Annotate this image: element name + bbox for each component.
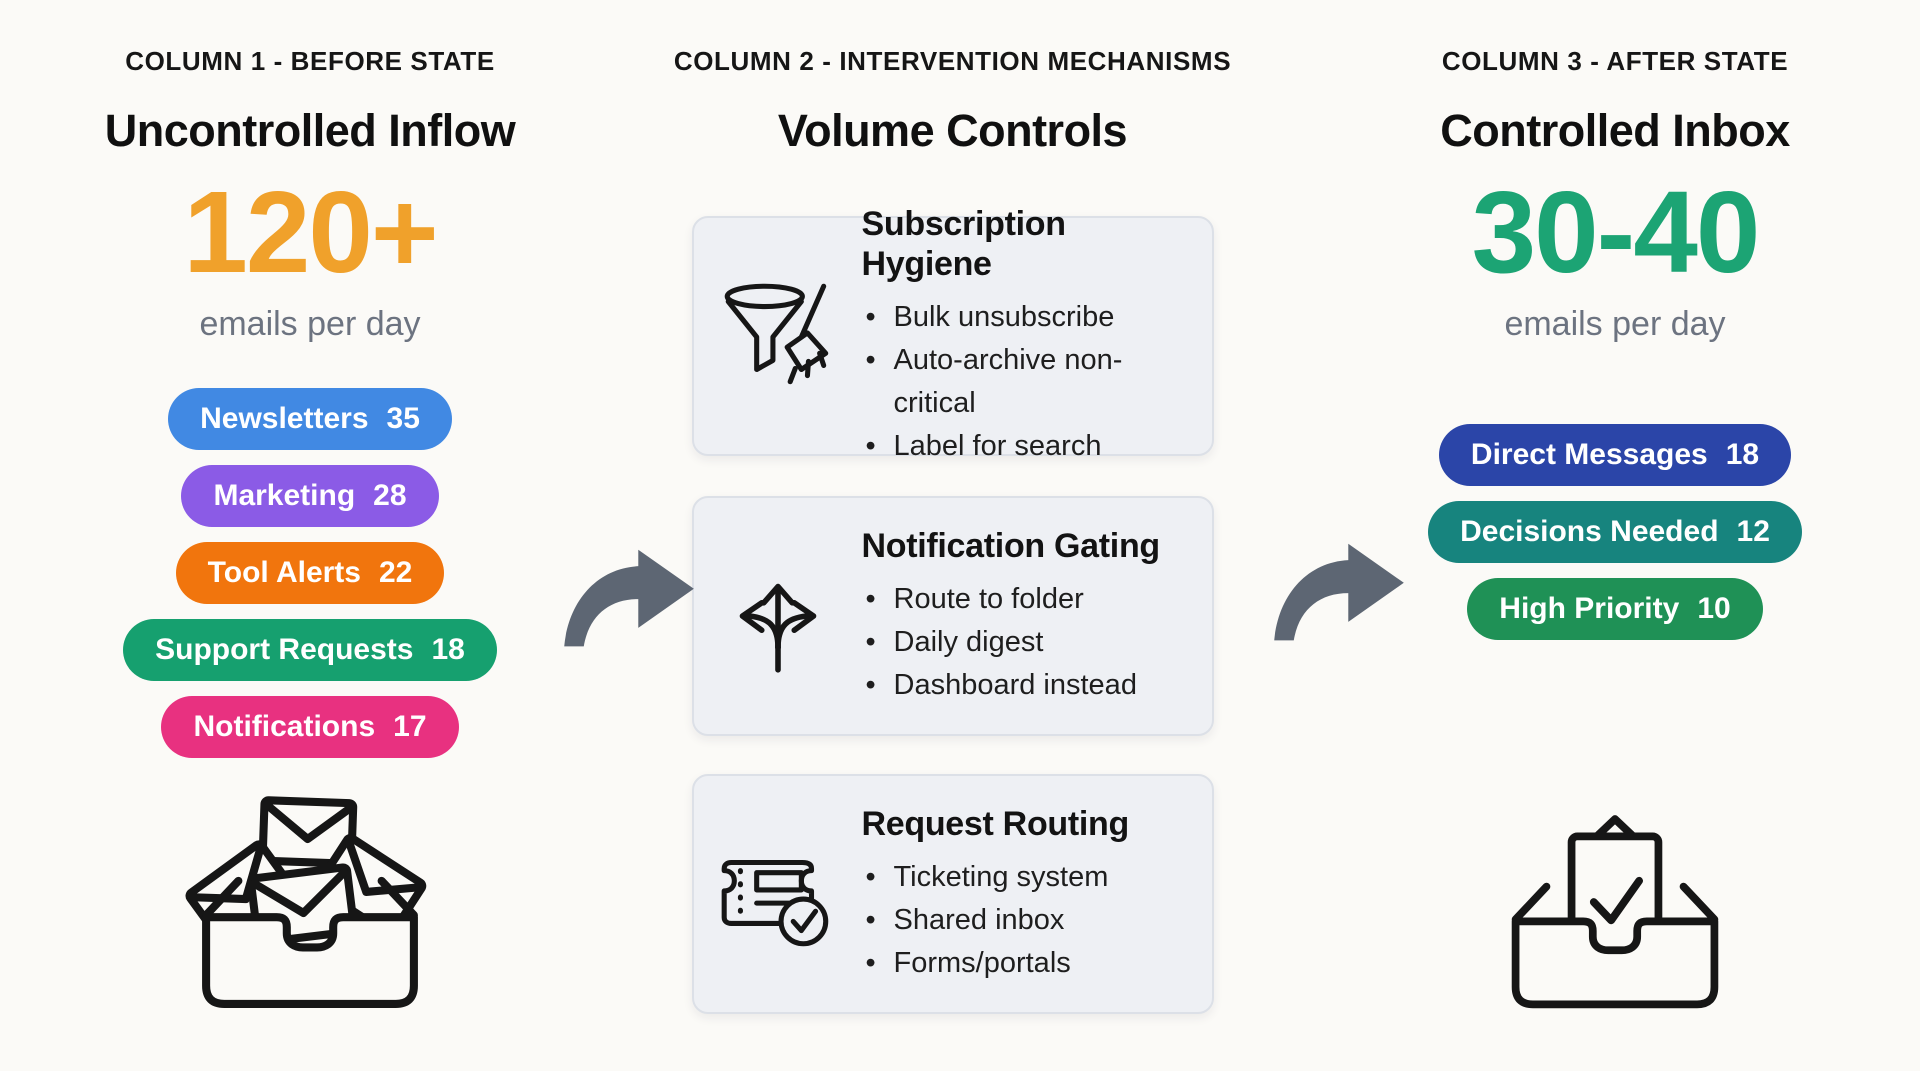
card-bullet: Ticketing system: [862, 856, 1198, 899]
card-subscription-hygiene: Subscription Hygiene Bulk unsubscribe Au…: [691, 205, 1214, 468]
card-body: Notification Gating Route to folder Dail…: [862, 526, 1212, 707]
column1-kicker: COLUMN 1 - BEFORE STATE: [125, 46, 495, 76]
pill-label: Support Requests: [155, 633, 414, 666]
card-title: Request Routing: [861, 804, 1130, 843]
after-metric-value: 30-40: [1471, 167, 1761, 297]
card-bullet: Bulk unsubscribe: [862, 296, 1198, 339]
pill-marketing: Marketing 28: [181, 465, 439, 527]
ticket-check-icon: [694, 828, 862, 960]
card-bullet: Daily digest: [862, 621, 1198, 664]
pill-count: 28: [373, 479, 407, 512]
pill-support-requests: Support Requests 18: [123, 619, 497, 681]
pill-newsletters: Newsletters 35: [168, 388, 452, 450]
pill-label: Decisions Needed: [1460, 515, 1719, 548]
card-title: Subscription Hygiene: [861, 205, 1066, 283]
card-body: Request Routing Ticketing system Shared …: [862, 804, 1212, 985]
pill-count: 35: [386, 402, 420, 435]
column2-title: Volume Controls: [777, 105, 1128, 156]
column3-title: Controlled Inbox: [1440, 105, 1790, 156]
pill-decisions-needed: Decisions Needed 12: [1428, 501, 1802, 563]
after-category-pills: Direct Messages 18 Decisions Needed 12 H…: [1365, 424, 1865, 640]
card-bullet: Shared inbox: [862, 899, 1198, 942]
funnel-broom-icon: [694, 270, 862, 402]
pill-high-priority: High Priority 10: [1467, 578, 1763, 640]
column3-kicker: COLUMN 3 - AFTER STATE: [1441, 46, 1789, 76]
card-bullet: Route to folder: [862, 578, 1198, 621]
pill-count: 10: [1697, 592, 1731, 625]
card-bullet: Dashboard instead: [862, 664, 1198, 707]
pill-label: Newsletters: [200, 402, 369, 435]
column-intervention-mechanisms: COLUMN 2 - INTERVENTION MECHANISMS Volum…: [640, 44, 1265, 1014]
overflowing-inbox-icon: [60, 782, 560, 1014]
card-bullet: Label for search: [862, 425, 1198, 468]
pill-count: 22: [378, 556, 413, 589]
column2-kicker: COLUMN 2 - INTERVENTION MECHANISMS: [673, 46, 1232, 76]
column-after-state: COLUMN 3 - AFTER STATE Controlled Inbox …: [1365, 44, 1865, 1014]
after-metric-caption: emails per day: [1504, 305, 1726, 343]
card-title: Notification Gating: [861, 526, 1161, 565]
flow-arrow-controls-to-after: [1266, 531, 1410, 649]
column-before-state: COLUMN 1 - BEFORE STATE Uncontrolled Inf…: [60, 44, 560, 1014]
card-notification-gating: Notification Gating Route to folder Dail…: [691, 496, 1214, 736]
card-bullet: Forms/portals: [862, 942, 1198, 985]
pill-tool-alerts: Tool Alerts 22: [175, 542, 445, 604]
pill-count: 17: [393, 710, 427, 743]
before-metric-caption: emails per day: [199, 305, 421, 343]
pill-notifications: Notifications 17: [161, 696, 459, 758]
pill-label: Direct Messages: [1470, 438, 1708, 471]
card-body: Subscription Hygiene Bulk unsubscribe Au…: [862, 204, 1212, 468]
pill-label: Marketing: [213, 479, 356, 512]
before-category-pills: Newsletters 35 Marketing 28 Tool Alerts …: [60, 388, 560, 758]
pill-direct-messages: Direct Messages 18: [1438, 424, 1792, 486]
before-metric-value: 120+: [183, 167, 438, 297]
column1-title: Uncontrolled Inflow: [104, 105, 516, 156]
branching-arrows-icon: [694, 550, 862, 682]
pill-count: 18: [431, 633, 465, 666]
clean-inbox-check-icon: [1365, 792, 1865, 1014]
card-bullet: Auto-archive non-critical: [862, 339, 1198, 425]
flow-arrow-before-to-controls: [556, 537, 700, 655]
pill-label: High Priority: [1499, 592, 1680, 625]
pill-label: Notifications: [193, 710, 376, 743]
card-request-routing: Request Routing Ticketing system Shared …: [691, 774, 1214, 1014]
pill-label: Tool Alerts: [207, 556, 361, 589]
pill-count: 18: [1725, 438, 1760, 471]
pill-count: 12: [1736, 515, 1770, 548]
